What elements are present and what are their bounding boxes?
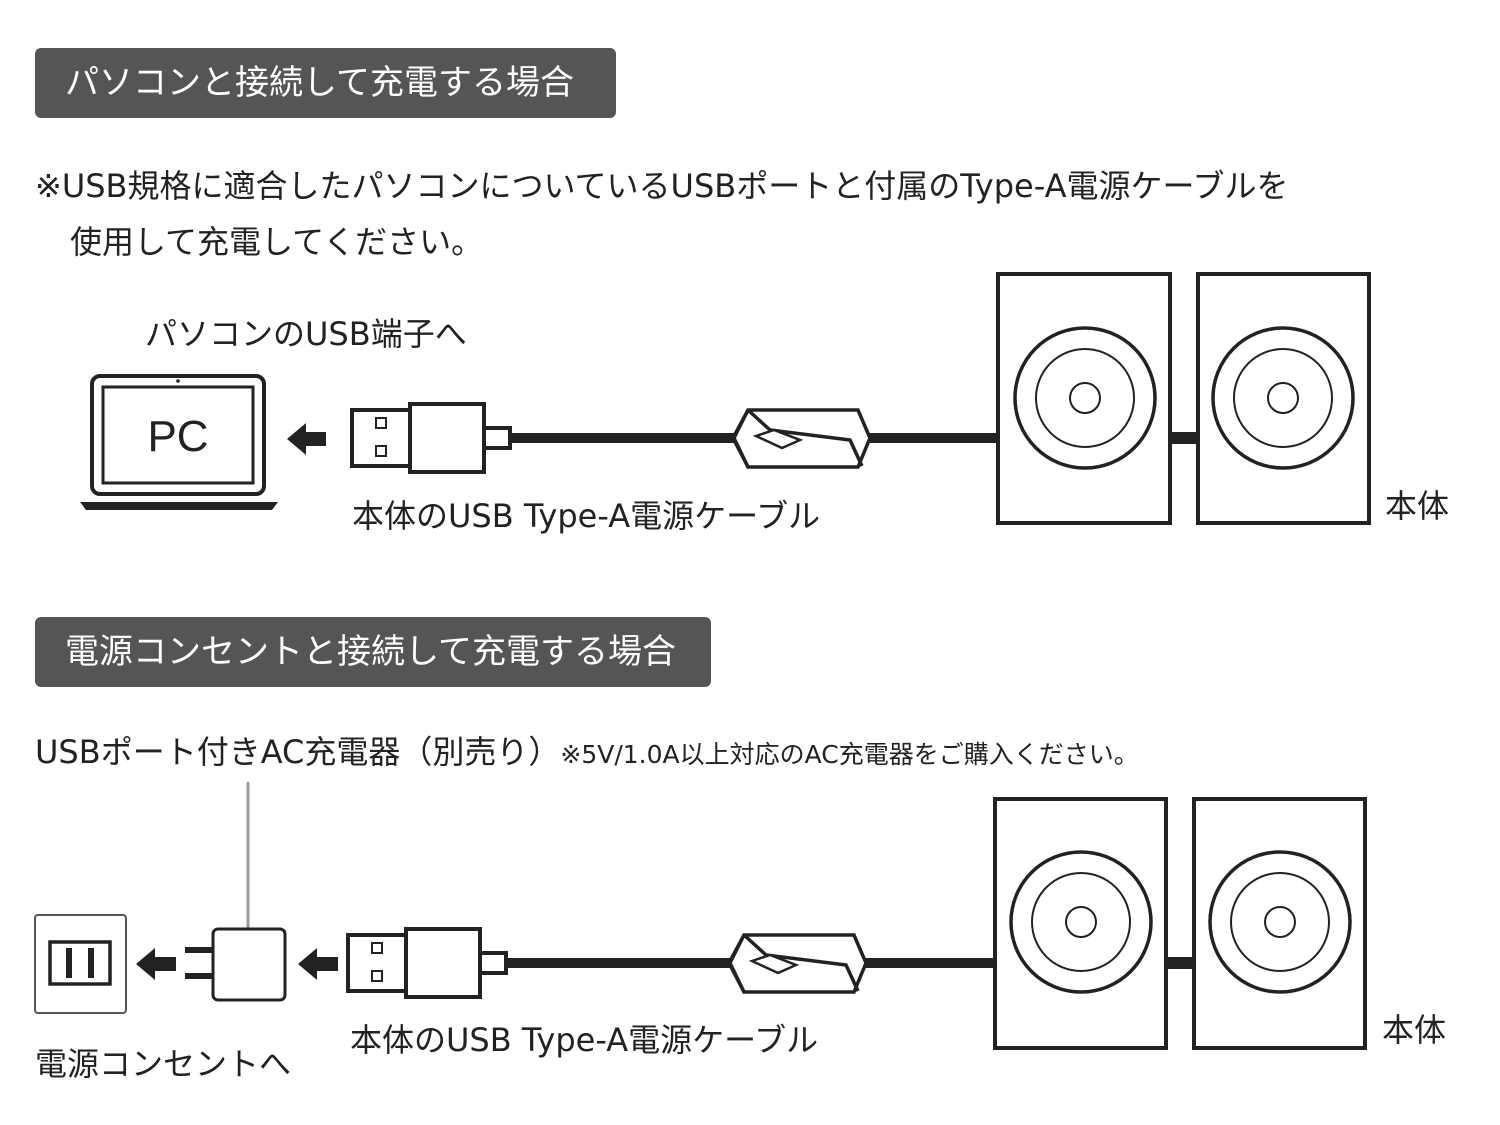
charger-note: USBポート付きAC充電器（別売り）※5V/1.0A以上対応のAC充電器をご購入…: [35, 728, 1139, 779]
speaker-icon: [993, 797, 1168, 1050]
usb-a-plug-icon: [350, 402, 512, 474]
pc-port-label: パソコンのUSB端子へ: [145, 315, 467, 353]
ac-adapter-icon: [185, 927, 287, 1002]
wall-outlet-icon: [34, 914, 127, 1014]
section-title-pc: パソコンと接続して充電する場合: [35, 48, 616, 118]
pc-note-line1: ※USB規格に適合したパソコンについているUSBポートと付属のType-A電源ケ…: [35, 167, 1289, 205]
speaker-icon: [1192, 797, 1367, 1050]
speaker-icon: [996, 272, 1172, 525]
pc-screen-text: PC: [147, 412, 208, 461]
usb-a-plug-icon: [346, 927, 508, 999]
laptop-icon: PC: [80, 374, 278, 510]
ferrite-core-icon: [731, 408, 872, 469]
outlet-label: 電源コンセントへ: [35, 1045, 292, 1083]
arrow-left-icon: [287, 423, 326, 455]
pc-note-line2: 使用して充電してください。: [70, 223, 484, 261]
speaker-icon: [1196, 272, 1371, 525]
charger-label: USBポート付きAC充電器（別売り）: [35, 733, 561, 771]
body-label-outlet: 本体: [1382, 1011, 1447, 1049]
section-title-outlet: 電源コンセントと接続して充電する場合: [35, 617, 711, 687]
cable-label-pc: 本体のUSB Type-A電源ケーブル: [352, 497, 821, 535]
arrow-left-icon: [298, 948, 338, 980]
cable-label-outlet: 本体のUSB Type-A電源ケーブル: [350, 1021, 819, 1059]
arrow-left-icon: [136, 948, 176, 980]
body-label-pc: 本体: [1385, 487, 1450, 525]
ferrite-core-icon: [727, 933, 868, 994]
charger-requirement: ※5V/1.0A以上対応のAC充電器をご購入ください。: [560, 740, 1139, 769]
